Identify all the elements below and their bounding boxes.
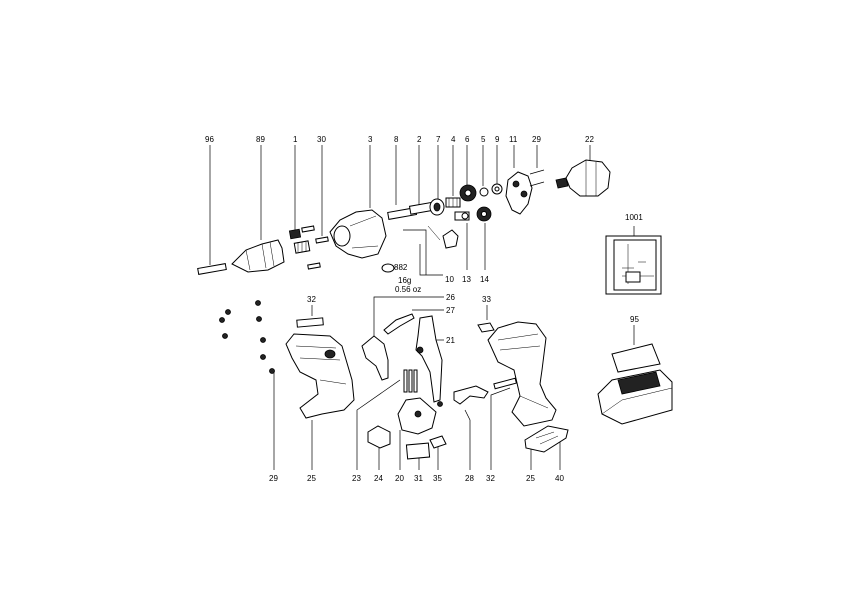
label-2: 2 <box>417 135 422 144</box>
part-20-battery-socket <box>397 397 437 435</box>
part-29-screw <box>529 169 545 187</box>
label-23: 23 <box>352 474 361 483</box>
part-9-ring <box>491 183 503 195</box>
part-22-motor <box>555 159 611 197</box>
label-22: 22 <box>585 135 594 144</box>
part-28-bracket <box>453 385 489 405</box>
label-14: 14 <box>480 275 489 284</box>
label-1001: 1001 <box>625 213 643 222</box>
label-20: 20 <box>395 474 404 483</box>
part-labels-bottom: 32 26 27 21 33 95 29 25 23 24 20 31 35 2… <box>269 293 639 483</box>
label-26: 26 <box>446 293 455 302</box>
label-30: 30 <box>317 135 326 144</box>
part-33-label <box>477 322 495 333</box>
part-screws-left <box>219 300 275 374</box>
label-96: 96 <box>205 135 214 144</box>
label-24: 24 <box>374 474 383 483</box>
part-32-label <box>296 317 324 328</box>
part-3-gear-housing <box>329 209 387 259</box>
label-28: 28 <box>465 474 474 483</box>
part-882-ring <box>381 263 395 273</box>
label-32-bottom: 32 <box>486 474 495 483</box>
part-21-switch-assembly <box>415 315 443 407</box>
weight-grams: 16g <box>398 276 411 285</box>
part-23-contacts <box>403 369 418 393</box>
weight-code: 882 <box>394 263 408 272</box>
part-7-coupling <box>429 198 445 216</box>
label-29-top: 29 <box>532 135 541 144</box>
label-4: 4 <box>451 135 456 144</box>
part-labels-top: 96 89 1 30 3 8 2 7 4 6 5 9 11 29 22 1001… <box>205 135 643 284</box>
part-25-housing-right <box>487 321 557 427</box>
part-30-screws <box>301 225 329 270</box>
label-25-left: 25 <box>307 474 316 483</box>
part-31-label <box>405 442 431 460</box>
label-5: 5 <box>481 135 486 144</box>
part-40-cover <box>524 425 569 453</box>
label-29-bottom: 29 <box>269 474 278 483</box>
part-14-gear <box>476 206 492 222</box>
part-95-battery <box>597 343 673 425</box>
weight-note: 882 16g 0.56 oz <box>394 263 421 294</box>
label-8: 8 <box>394 135 399 144</box>
label-32-top: 32 <box>307 295 316 304</box>
label-6: 6 <box>465 135 470 144</box>
part-10-switch <box>427 225 459 249</box>
label-7: 7 <box>436 135 441 144</box>
part-89-chuck <box>231 239 285 273</box>
label-11: 11 <box>509 135 518 144</box>
part-5-washer <box>479 187 489 197</box>
part-4-spring <box>445 197 461 208</box>
label-9: 9 <box>495 135 500 144</box>
part-35-clip <box>429 435 447 449</box>
label-1: 1 <box>293 135 298 144</box>
leader-lines-top <box>209 145 591 276</box>
part-6-gear <box>459 184 477 202</box>
leader-lines-bottom <box>273 296 635 470</box>
label-33: 33 <box>482 295 491 304</box>
part-32-label-right <box>493 377 518 390</box>
label-21: 21 <box>446 336 455 345</box>
label-95: 95 <box>630 315 639 324</box>
label-25-right: 25 <box>526 474 535 483</box>
part-13-lever <box>454 211 470 221</box>
part-11-plate <box>505 171 533 215</box>
part-25-housing-left <box>285 333 355 419</box>
label-40: 40 <box>555 474 564 483</box>
label-31: 31 <box>414 474 423 483</box>
weight-ounces: 0.56 oz <box>395 285 421 294</box>
label-3: 3 <box>368 135 373 144</box>
label-10: 10 <box>445 275 454 284</box>
label-13: 13 <box>462 275 471 284</box>
label-35: 35 <box>433 474 442 483</box>
part-1-spring <box>288 228 311 254</box>
label-89: 89 <box>256 135 265 144</box>
part-24-module <box>367 425 391 449</box>
label-27: 27 <box>446 306 455 315</box>
part-27-cable <box>383 313 415 335</box>
part-26-handle-piece <box>361 335 389 381</box>
part-96-bit <box>197 263 227 275</box>
part-1001-label-sheet <box>605 226 662 295</box>
